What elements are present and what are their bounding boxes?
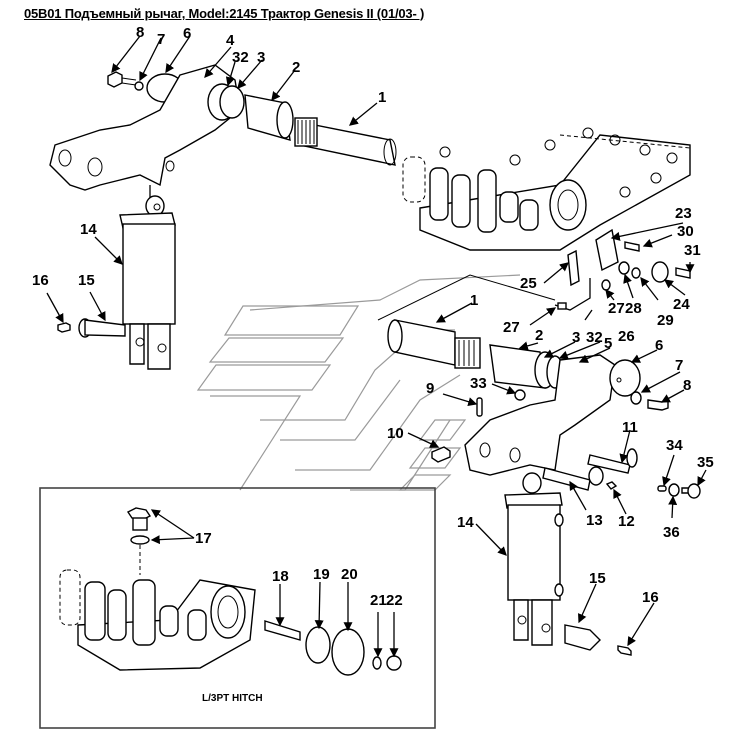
nut-33 bbox=[514, 389, 526, 401]
callout-2-lower: 2 bbox=[535, 327, 543, 344]
callout-4: 4 bbox=[226, 32, 235, 49]
callout-32-lower: 32 bbox=[586, 329, 603, 346]
callout-23: 23 bbox=[675, 205, 692, 222]
callout-7: 7 bbox=[157, 31, 165, 48]
lift-housing bbox=[402, 127, 691, 251]
inset-frame bbox=[39, 487, 436, 729]
callout-15: 15 bbox=[78, 272, 95, 289]
bolt-8-lower bbox=[647, 399, 669, 411]
pin-15-lower bbox=[564, 624, 601, 651]
shaft-1-lower bbox=[394, 319, 456, 366]
callout-31: 31 bbox=[684, 242, 701, 259]
rod-11 bbox=[587, 454, 631, 474]
callout-10: 10 bbox=[387, 425, 404, 442]
pin-35 bbox=[687, 483, 701, 499]
callout-16: 16 bbox=[32, 272, 49, 289]
callout-1: 1 bbox=[378, 89, 386, 106]
callout-7-lower: 7 bbox=[675, 357, 683, 374]
lower-lift-arm-assembly bbox=[377, 274, 701, 656]
callout-27b: 27 bbox=[503, 319, 520, 336]
callout-36: 36 bbox=[663, 524, 680, 541]
bolt-16-lower bbox=[617, 645, 632, 656]
washer-7 bbox=[134, 81, 144, 91]
callout-3-lower: 3 bbox=[572, 329, 580, 346]
callout-21: 21 bbox=[370, 592, 387, 609]
washer-36 bbox=[668, 483, 680, 497]
callout-6-lower: 6 bbox=[655, 337, 663, 354]
callout-30: 30 bbox=[677, 223, 694, 240]
inset-caption: L/3PT HITCH bbox=[202, 693, 263, 704]
diagram-title: 05B01 Подъемный рычаг, Model:2145 Тракто… bbox=[24, 6, 425, 21]
inset-housing bbox=[59, 569, 256, 671]
plug-17 bbox=[126, 507, 152, 575]
bolt-30 bbox=[624, 241, 640, 252]
nut-22 bbox=[386, 655, 402, 671]
nut-12 bbox=[605, 481, 618, 490]
callout-26: 26 bbox=[618, 328, 635, 345]
callout-14-lower: 14 bbox=[457, 514, 474, 531]
callout-17: 17 bbox=[195, 530, 212, 547]
callout-28: 28 bbox=[625, 300, 642, 317]
callout-29: 29 bbox=[657, 312, 674, 329]
o-ring-19 bbox=[305, 626, 331, 664]
callout-2: 2 bbox=[292, 59, 300, 76]
lever-bracket-23 bbox=[595, 228, 619, 272]
callout-35: 35 bbox=[697, 454, 714, 471]
callout-8: 8 bbox=[136, 24, 144, 41]
washer-21 bbox=[372, 656, 382, 670]
callout-19: 19 bbox=[313, 566, 330, 583]
upper-lift-arm-assembly bbox=[49, 64, 397, 370]
disc-20 bbox=[331, 628, 365, 676]
callout-13: 13 bbox=[586, 512, 603, 529]
callout-27a: 27 bbox=[608, 300, 625, 317]
callout-34: 34 bbox=[666, 437, 683, 454]
callout-18: 18 bbox=[272, 568, 289, 585]
lift-cylinder-14-lower bbox=[504, 472, 564, 646]
callout-24: 24 bbox=[673, 296, 690, 313]
bolt-31 bbox=[675, 267, 691, 279]
callout-8-lower: 8 bbox=[683, 377, 691, 394]
rod-13 bbox=[542, 467, 591, 491]
callout-6: 6 bbox=[183, 25, 191, 42]
callout-25: 25 bbox=[520, 275, 537, 292]
pin-34 bbox=[657, 485, 667, 492]
washer-29 bbox=[631, 267, 641, 279]
watermark-logo bbox=[196, 274, 521, 491]
callout-1-lower: 1 bbox=[470, 292, 478, 309]
lift-cylinder-14 bbox=[119, 185, 176, 370]
pin-15 bbox=[78, 318, 126, 338]
lift-arm-4 bbox=[49, 64, 241, 191]
callout-3: 3 bbox=[257, 49, 265, 66]
bolt-8 bbox=[107, 71, 137, 88]
callout-20: 20 bbox=[341, 566, 358, 583]
leader-lines bbox=[46, 35, 707, 658]
callout-12: 12 bbox=[618, 513, 635, 530]
spring-18 bbox=[264, 620, 301, 641]
bushing-3 bbox=[219, 85, 245, 119]
callout-11: 11 bbox=[622, 419, 638, 436]
link-25 bbox=[567, 249, 580, 287]
callout-32: 32 bbox=[232, 49, 249, 66]
clip-27b bbox=[557, 302, 567, 310]
lever-24 bbox=[651, 261, 669, 283]
bolt-10 bbox=[431, 446, 451, 463]
callout-22: 22 bbox=[386, 592, 403, 609]
cap-6-lower bbox=[609, 359, 641, 397]
pin-9 bbox=[476, 397, 483, 417]
callout-labels: 8 7 6 4 32 3 2 1 14 16 15 23 30 31 25 27… bbox=[32, 24, 714, 704]
callout-5: 5 bbox=[604, 335, 612, 352]
callout-15-lower: 15 bbox=[589, 570, 606, 587]
bolt-16 bbox=[57, 322, 71, 333]
callout-33: 33 bbox=[470, 375, 487, 392]
callout-16-lower: 16 bbox=[642, 589, 659, 606]
nut-28 bbox=[618, 261, 630, 275]
callout-14: 14 bbox=[80, 221, 97, 238]
callout-9: 9 bbox=[426, 380, 434, 397]
washer-7-lower bbox=[630, 391, 642, 405]
clip-27a bbox=[601, 279, 611, 291]
